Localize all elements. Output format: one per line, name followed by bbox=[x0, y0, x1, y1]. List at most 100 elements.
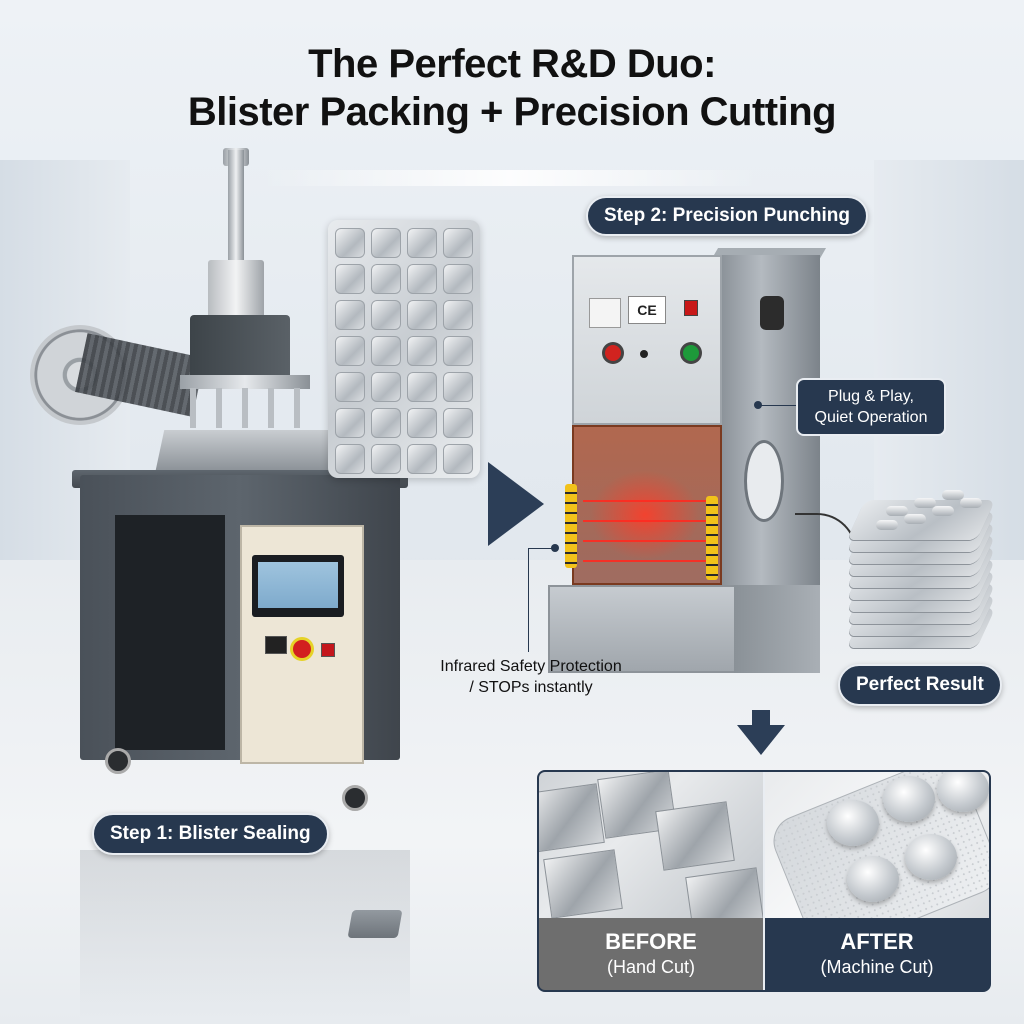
infrared-beam bbox=[583, 540, 709, 542]
blister-cell bbox=[443, 444, 473, 474]
temperature-controller[interactable] bbox=[265, 636, 287, 654]
arrow-right-icon bbox=[488, 462, 544, 546]
side-porthole bbox=[744, 440, 784, 522]
callout-dot bbox=[551, 544, 559, 552]
ce-mark: CE bbox=[628, 296, 666, 324]
tablet-bump bbox=[883, 776, 935, 822]
caster-wheel bbox=[342, 785, 368, 811]
hand-cut-blister bbox=[543, 849, 623, 919]
blister-cell bbox=[371, 228, 401, 258]
light-curtain-sensor-left bbox=[565, 484, 577, 568]
blister-cell bbox=[335, 372, 365, 402]
safety-callout: Infrared Safety Protection / STOPs insta… bbox=[418, 656, 644, 698]
pill-bump bbox=[904, 514, 926, 524]
blister-cell bbox=[371, 300, 401, 330]
callout-line bbox=[528, 548, 529, 652]
callout-line bbox=[528, 548, 554, 549]
title-line-2: Blister Packing + Precision Cutting bbox=[187, 90, 837, 134]
blister-cell bbox=[335, 300, 365, 330]
laser-glow bbox=[590, 470, 700, 560]
side-handle bbox=[760, 296, 784, 330]
before-title: BEFORE bbox=[605, 929, 697, 954]
perfect-result-label: Perfect Result bbox=[838, 664, 1002, 706]
pill-bump bbox=[886, 506, 908, 516]
before-image bbox=[539, 772, 765, 937]
power-rocker-switch[interactable] bbox=[684, 300, 698, 316]
tablet-bump bbox=[847, 856, 899, 902]
blister-cell bbox=[371, 444, 401, 474]
step-1-label: Step 1: Blister Sealing bbox=[92, 813, 329, 855]
blister-cell bbox=[443, 300, 473, 330]
power-cable bbox=[795, 513, 857, 625]
ceiling-light bbox=[260, 170, 760, 186]
pill-bump bbox=[960, 498, 982, 508]
blister-cell bbox=[335, 336, 365, 366]
blister-cell bbox=[443, 408, 473, 438]
power-switch[interactable] bbox=[321, 643, 335, 657]
blister-cell bbox=[407, 300, 437, 330]
key-switch[interactable] bbox=[640, 350, 648, 358]
after-title: AFTER bbox=[840, 929, 914, 954]
tablet-bump bbox=[827, 800, 879, 846]
safety-line-1: Infrared Safety Protection bbox=[440, 658, 622, 675]
blister-sheet bbox=[328, 220, 480, 478]
blister-cell bbox=[443, 264, 473, 294]
blister-sealing-machine bbox=[30, 140, 420, 938]
comparison-divider bbox=[763, 772, 765, 990]
arrow-down-icon bbox=[737, 725, 785, 755]
blister-cell bbox=[407, 372, 437, 402]
blister-cell bbox=[371, 336, 401, 366]
before-subtitle: (Hand Cut) bbox=[606, 957, 696, 977]
tablet-bump bbox=[905, 834, 957, 880]
stop-button[interactable] bbox=[605, 345, 621, 361]
after-label: AFTER (Machine Cut) bbox=[765, 918, 989, 990]
blister-cell bbox=[407, 444, 437, 474]
pneumatic-cylinder bbox=[208, 260, 264, 320]
pill-bump bbox=[932, 506, 954, 516]
blister-cell bbox=[443, 228, 473, 258]
hand-cut-blister bbox=[539, 783, 605, 853]
emergency-stop-button[interactable] bbox=[293, 640, 311, 658]
before-label: BEFORE (Hand Cut) bbox=[539, 918, 763, 990]
pill-bump bbox=[876, 520, 898, 530]
plug-callout-line-1: Plug & Play, bbox=[828, 388, 914, 405]
callout-line bbox=[758, 405, 796, 406]
warning-label bbox=[589, 298, 621, 328]
blister-cell bbox=[335, 444, 365, 474]
start-button[interactable] bbox=[683, 345, 699, 361]
mold-plate bbox=[155, 430, 355, 470]
infrared-beam bbox=[583, 520, 709, 522]
caster-wheel bbox=[105, 748, 131, 774]
cut-blister-stack bbox=[846, 488, 996, 648]
hand-cut-blister bbox=[655, 801, 735, 871]
heating-plate bbox=[180, 375, 310, 389]
blister-cell bbox=[371, 408, 401, 438]
arrow-down-stem bbox=[752, 710, 770, 728]
pill-bump bbox=[914, 498, 936, 508]
safety-line-2: / STOPs instantly bbox=[469, 679, 593, 696]
punch-machine-base bbox=[548, 585, 736, 673]
blister-cell bbox=[335, 264, 365, 294]
before-after-comparison: BEFORE (Hand Cut) AFTER (Machine Cut) bbox=[537, 770, 991, 992]
blister-cell bbox=[335, 228, 365, 258]
hmi-screen[interactable] bbox=[252, 555, 344, 617]
tablet-bump bbox=[937, 772, 989, 812]
blister-cell bbox=[407, 336, 437, 366]
after-subtitle: (Machine Cut) bbox=[820, 957, 934, 977]
plug-and-play-callout: Plug & Play, Quiet Operation bbox=[796, 378, 946, 436]
step-2-label: Step 2: Precision Punching bbox=[586, 196, 868, 236]
guide-posts bbox=[190, 388, 300, 428]
after-image bbox=[765, 772, 989, 959]
punch-machine-front-panel bbox=[572, 255, 722, 425]
infrared-beam bbox=[583, 560, 709, 562]
blister-cell bbox=[371, 372, 401, 402]
page-title: The Perfect R&D Duo: Blister Packing + P… bbox=[0, 40, 1024, 136]
blister-cell bbox=[443, 372, 473, 402]
infrared-beam bbox=[583, 500, 709, 502]
blister-cell bbox=[443, 336, 473, 366]
hmi-display bbox=[258, 562, 338, 608]
floor-reflection bbox=[80, 850, 410, 1020]
press-rod bbox=[228, 150, 244, 265]
pill-bump bbox=[942, 490, 964, 500]
blister-cell bbox=[407, 408, 437, 438]
